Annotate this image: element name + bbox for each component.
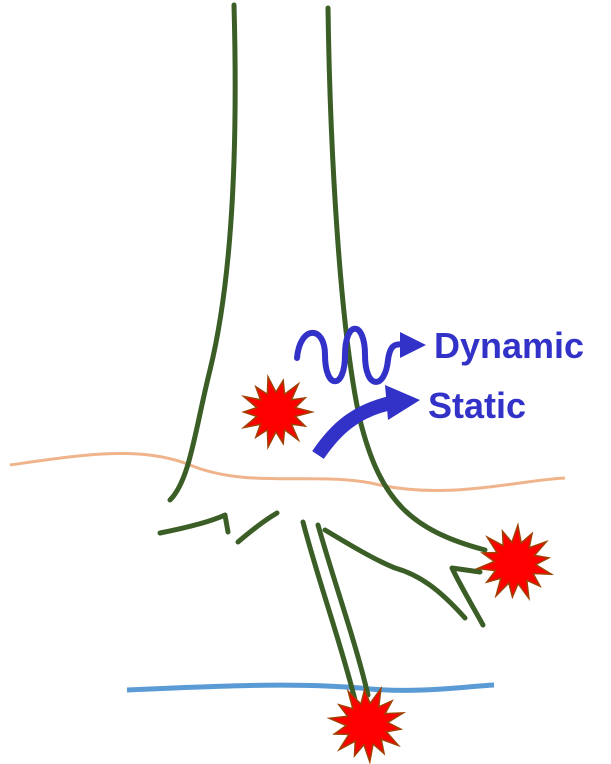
curved-arrow-shaft	[318, 402, 395, 455]
static-label: Static	[428, 385, 526, 426]
trunk-right-edge	[328, 8, 485, 550]
wavy-arrow-head	[400, 332, 426, 358]
left-root	[160, 515, 228, 533]
right-root-upper	[325, 530, 465, 618]
right-root-lower	[452, 568, 483, 625]
upper-layer-line	[10, 453, 565, 490]
starburst-icon	[329, 689, 403, 762]
wavy-arrow-icon	[297, 329, 426, 382]
lower-layer-line	[127, 685, 494, 690]
left-root-fragment	[238, 513, 277, 542]
curved-arrow-head	[385, 385, 420, 420]
starburst-icon	[244, 377, 312, 447]
central-root-left	[303, 522, 355, 700]
trunk-left-edge	[170, 5, 235, 500]
starburst-icon	[477, 525, 551, 598]
dynamic-label: Dynamic	[434, 325, 584, 366]
